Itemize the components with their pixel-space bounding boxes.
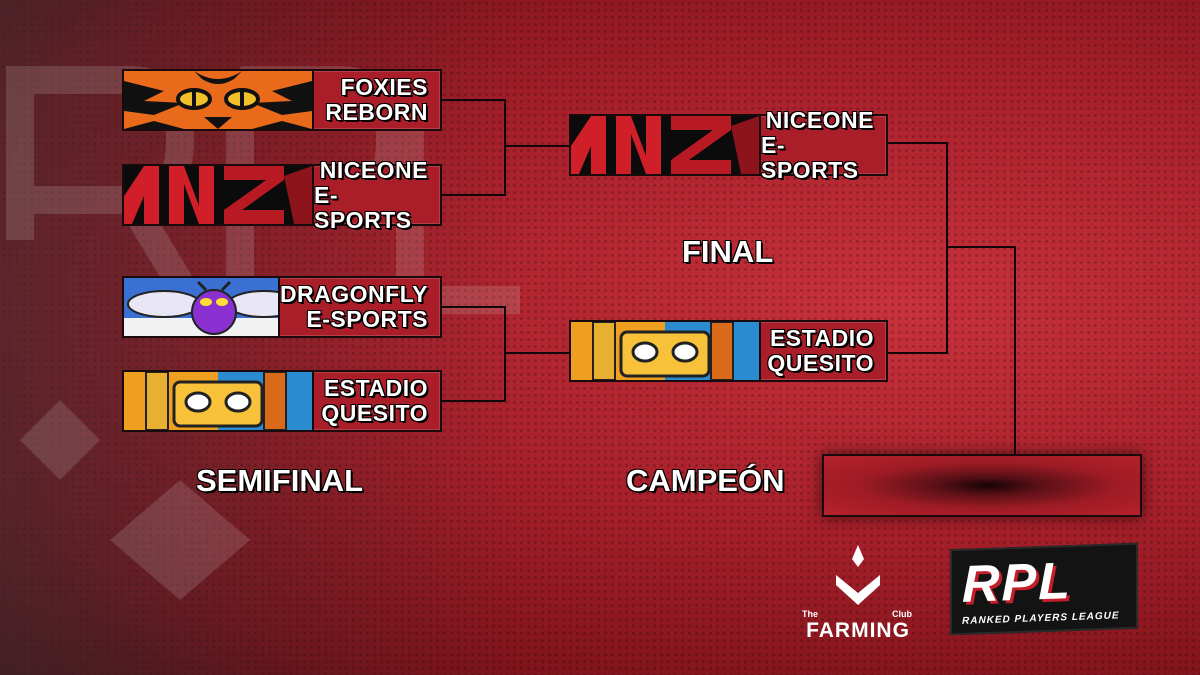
bracket-line: [946, 142, 948, 354]
bracket-line: [442, 194, 506, 196]
bracket-line: [442, 400, 506, 402]
semifinal-team-niceone[interactable]: NICEONE E-SPORTS: [122, 157, 442, 232]
bracket-line: [442, 99, 506, 101]
bracket-line: [504, 352, 569, 354]
team-name-line2: QUESITO: [321, 400, 428, 426]
farming-name-text: FARMING: [806, 619, 910, 642]
semifinal-label: SEMIFINAL: [196, 463, 364, 498]
semifinal-team-foxies[interactable]: FOXIES REBORN: [122, 69, 442, 131]
bracket-line: [504, 145, 569, 147]
farming-club-logo: The Club FARMING: [796, 545, 920, 645]
team-name-line2: E-SPORTS: [314, 181, 412, 233]
bracket-line: [1014, 246, 1016, 454]
team-name-line2: E-SPORTS: [761, 131, 859, 183]
rpl-watermark-icon: [6, 66, 520, 600]
niceone-logo-icon: [124, 166, 314, 224]
team-name-line2: QUESITO: [767, 350, 874, 376]
team-name-line1: NICEONE: [319, 156, 428, 183]
final-team-niceone[interactable]: NICEONE E-SPORTS: [569, 107, 888, 182]
champion-slot: [822, 454, 1142, 517]
champion-label: CAMPEÓN: [626, 463, 785, 498]
rpl-letters: RPL: [962, 552, 1072, 614]
team-name-line1: ESTADIO: [323, 375, 428, 401]
team-name-line2: E-SPORTS: [306, 306, 428, 332]
bracket-line: [504, 99, 506, 196]
final-team-quesito[interactable]: ESTADIO QUESITO: [569, 320, 888, 382]
team-name-line1: NICEONE: [765, 106, 874, 133]
semifinal-team-dragonfly[interactable]: DRAGONFLY E-SPORTS: [122, 276, 442, 338]
quesito-logo-icon: [571, 322, 761, 380]
semifinal-team-quesito[interactable]: ESTADIO QUESITO: [122, 370, 442, 432]
bracket-line: [946, 246, 1016, 248]
dragonfly-logo-icon: [124, 278, 280, 336]
farming-club-text: Club: [892, 609, 912, 619]
bracket-line: [888, 352, 948, 354]
bracket-line: [888, 142, 948, 144]
farming-chevron-icon: [836, 545, 880, 605]
final-label: FINAL: [682, 234, 774, 269]
bracket-line: [442, 306, 506, 308]
team-name-line2: REBORN: [325, 99, 428, 125]
team-name-line1: FOXIES: [340, 74, 428, 100]
bracket-line: [504, 306, 506, 402]
farming-the-text: The: [802, 609, 819, 619]
team-name-line1: ESTADIO: [769, 325, 874, 351]
team-name-line1: DRAGONFLY: [279, 281, 428, 307]
quesito-logo-icon: [124, 372, 314, 430]
fox-logo-icon: [124, 71, 314, 129]
rpl-logo: RPL RANKED PLAYERS LEAGUE: [950, 542, 1138, 636]
niceone-logo-icon: [571, 116, 761, 174]
